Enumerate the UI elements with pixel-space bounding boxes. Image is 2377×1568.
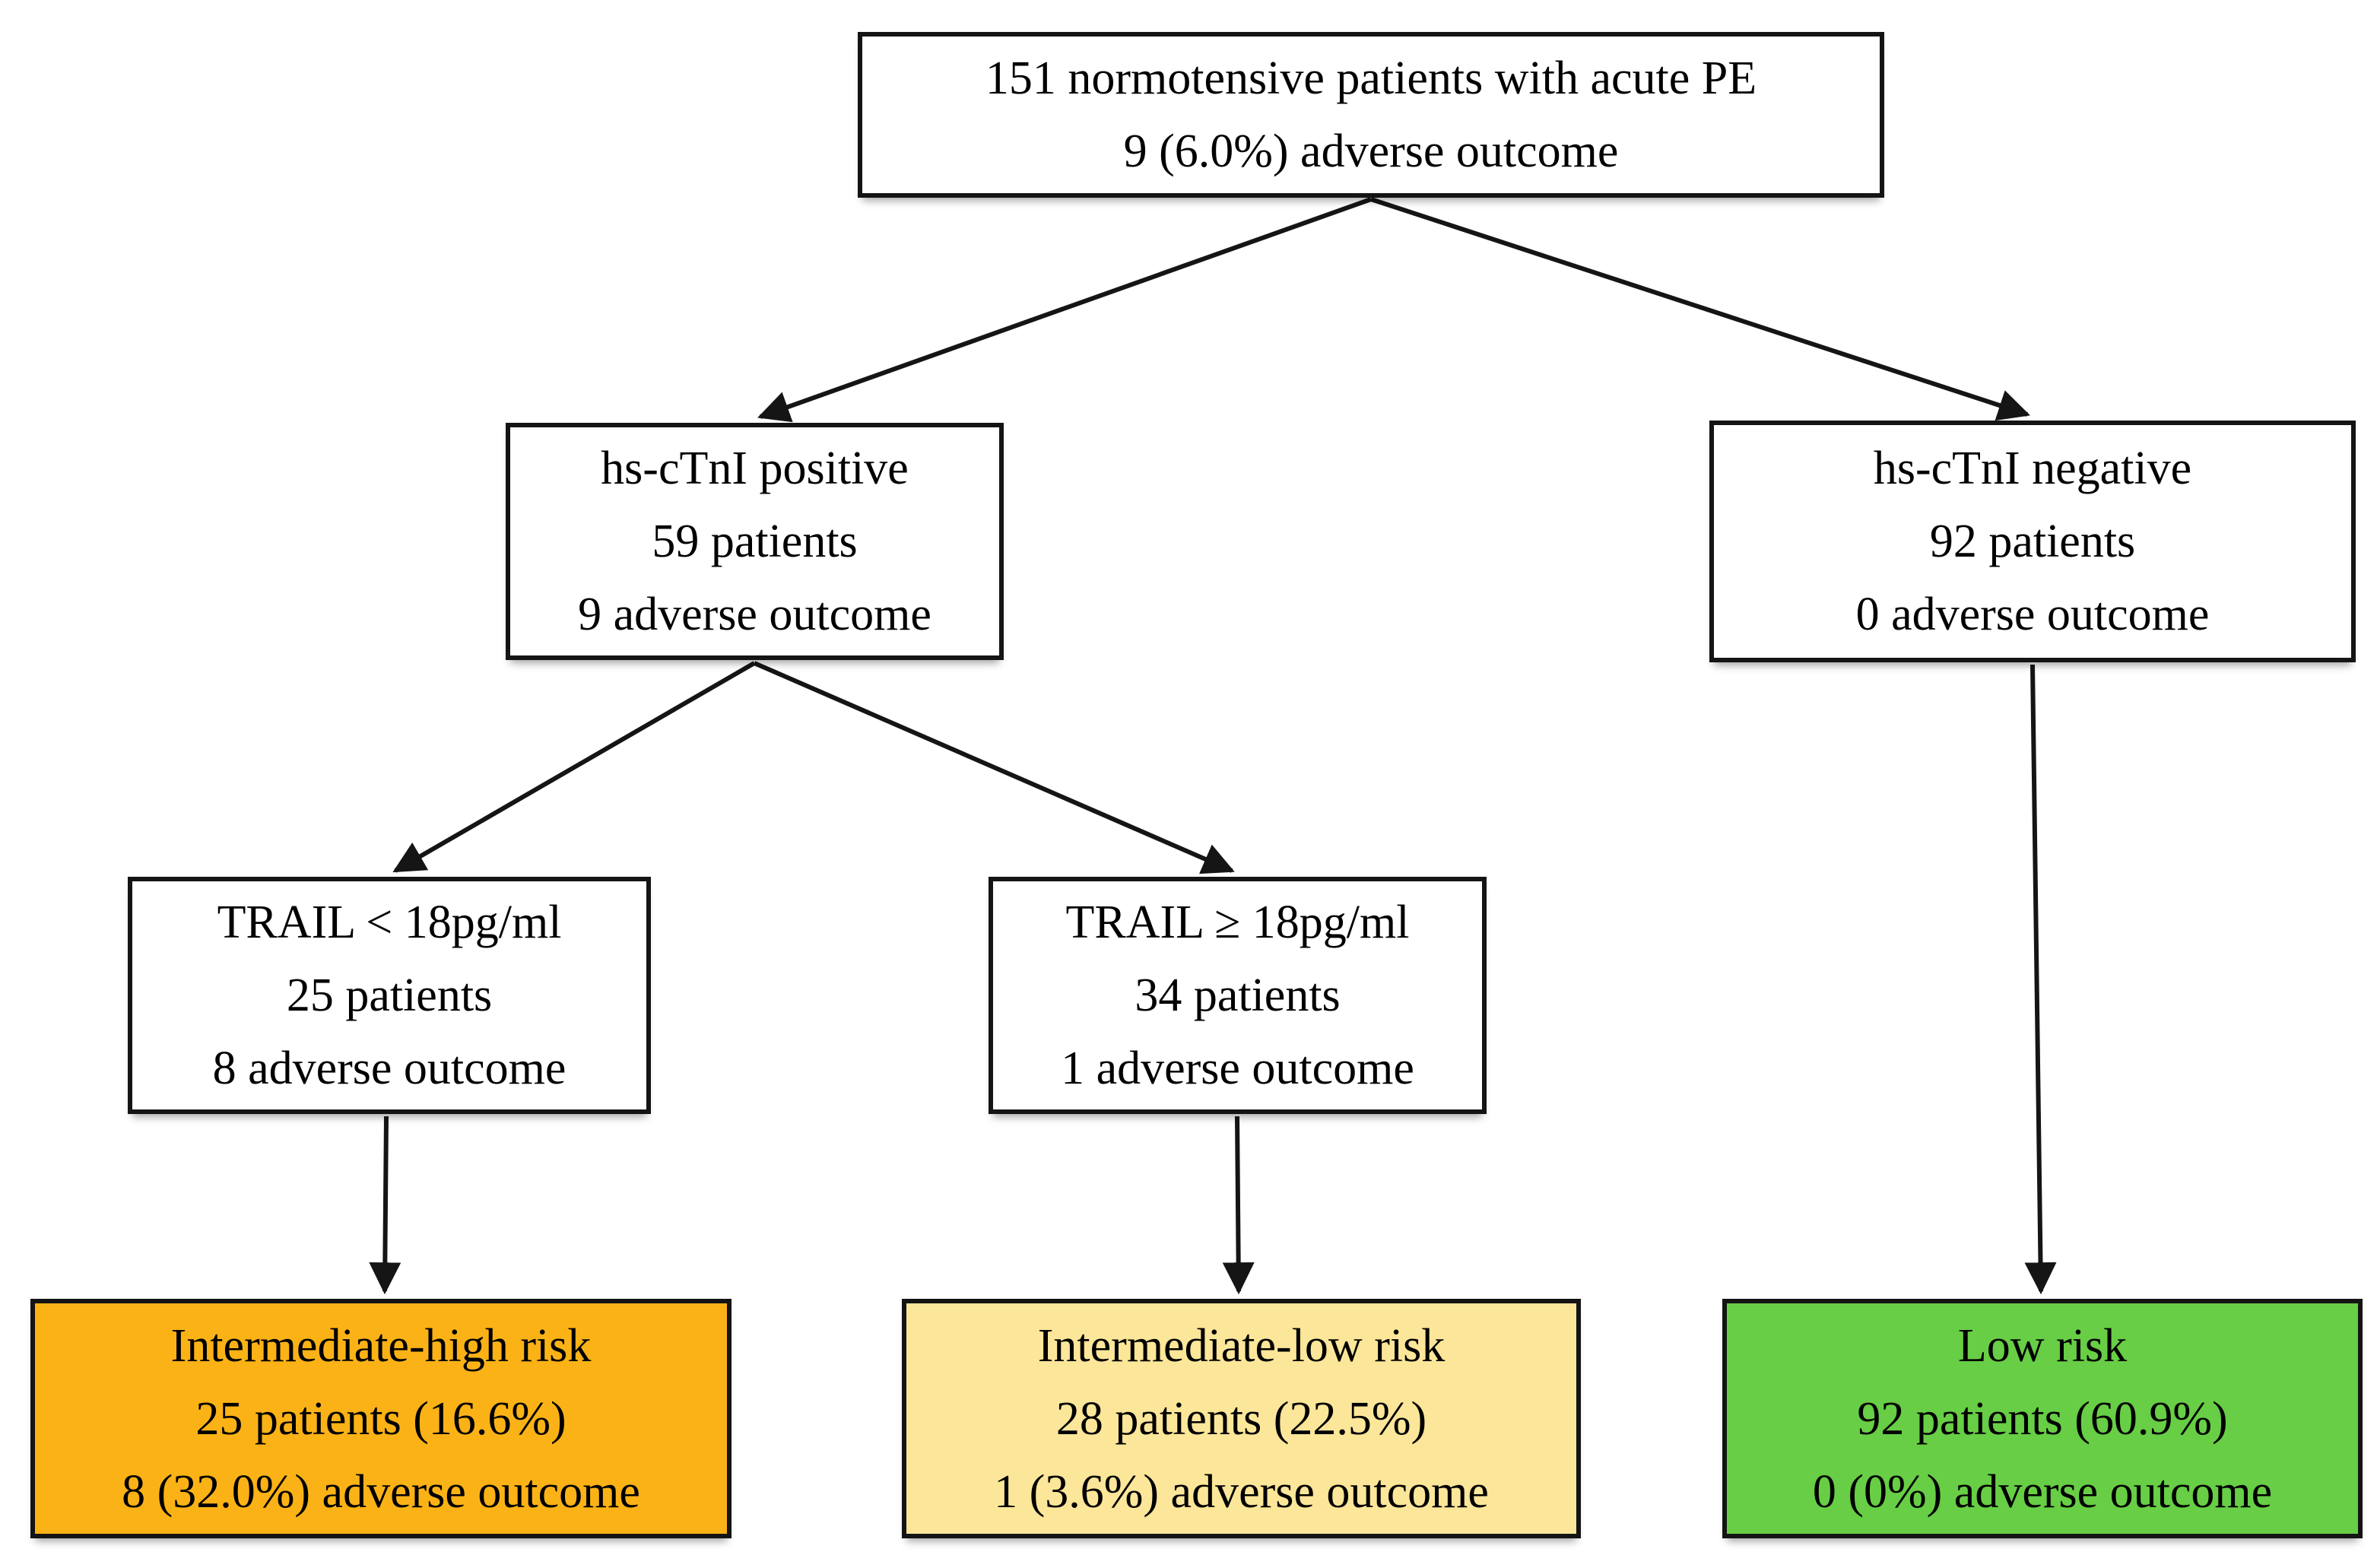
node-intermediate-low-risk: Intermediate-low risk 28 patients (22.5%… <box>902 1299 1581 1538</box>
node-trail-at-least-18-line3: 1 adverse outcome <box>1061 1043 1414 1094</box>
node-hs-ctni-negative-line2: 92 patients <box>1929 516 2136 567</box>
node-hs-ctni-positive-line2: 59 patients <box>652 516 858 567</box>
node-hs-ctni-positive: hs-cTnI positive 59 patients 9 adverse o… <box>506 423 1004 660</box>
arrow-negative-to-low-risk <box>2024 664 2057 1295</box>
arrow-trail-high-to-intermediate-low <box>1222 1116 1255 1295</box>
node-intermediate-low-risk-line2: 28 patients (22.5%) <box>1055 1392 1427 1445</box>
node-low-risk-line2: 92 patients (60.9%) <box>1857 1392 2228 1445</box>
node-trail-below-18: TRAIL < 18pg/ml 25 patients 8 adverse ou… <box>128 877 651 1114</box>
node-hs-ctni-negative-line3: 0 adverse outcome <box>1855 589 2210 640</box>
node-hs-ctni-positive-line3: 9 adverse outcome <box>578 589 931 640</box>
node-root-line1: 151 normotensive patients with acute PE <box>985 52 1757 104</box>
node-low-risk-line3: 0 (0%) adverse outcome <box>1812 1465 2273 1518</box>
node-intermediate-low-risk-line3: 1 (3.6%) adverse outcome <box>994 1465 1489 1518</box>
node-trail-below-18-line1: TRAIL < 18pg/ml <box>217 897 562 948</box>
node-root-population: 151 normotensive patients with acute PE … <box>858 32 1884 198</box>
arrow-root-to-negative <box>1370 197 2030 421</box>
arrow-positive-to-trail-high <box>753 661 1235 874</box>
node-hs-ctni-positive-line1: hs-cTnI positive <box>601 443 909 494</box>
node-root-line2: 9 (6.0%) adverse outcome <box>1123 125 1619 177</box>
arrow-trail-low-to-intermediate-high <box>369 1116 401 1295</box>
node-intermediate-high-risk-line1: Intermediate-high risk <box>170 1319 592 1372</box>
node-hs-ctni-negative: hs-cTnI negative 92 patients 0 adverse o… <box>1709 421 2356 662</box>
arrow-positive-to-trail-low <box>392 661 756 873</box>
node-intermediate-high-risk-line2: 25 patients (16.6%) <box>195 1392 566 1445</box>
node-intermediate-high-risk-line3: 8 (32.0%) adverse outcome <box>122 1465 640 1518</box>
node-trail-below-18-line2: 25 patients <box>286 970 493 1021</box>
node-trail-at-least-18-line1: TRAIL ≥ 18pg/ml <box>1065 897 1410 948</box>
node-trail-at-least-18-line2: 34 patients <box>1135 970 1341 1021</box>
node-trail-below-18-line3: 8 adverse outcome <box>212 1043 566 1094</box>
node-hs-ctni-negative-line1: hs-cTnI negative <box>1873 443 2192 494</box>
node-low-risk-line1: Low risk <box>1957 1319 2128 1372</box>
node-low-risk: Low risk 92 patients (60.9%) 0 (0%) adve… <box>1722 1299 2363 1538</box>
node-intermediate-high-risk: Intermediate-high risk 25 patients (16.6… <box>30 1299 732 1538</box>
arrow-root-to-positive <box>757 197 1373 423</box>
node-intermediate-low-risk-line1: Intermediate-low risk <box>1037 1319 1446 1372</box>
node-trail-at-least-18: TRAIL ≥ 18pg/ml 34 patients 1 adverse ou… <box>989 877 1487 1114</box>
